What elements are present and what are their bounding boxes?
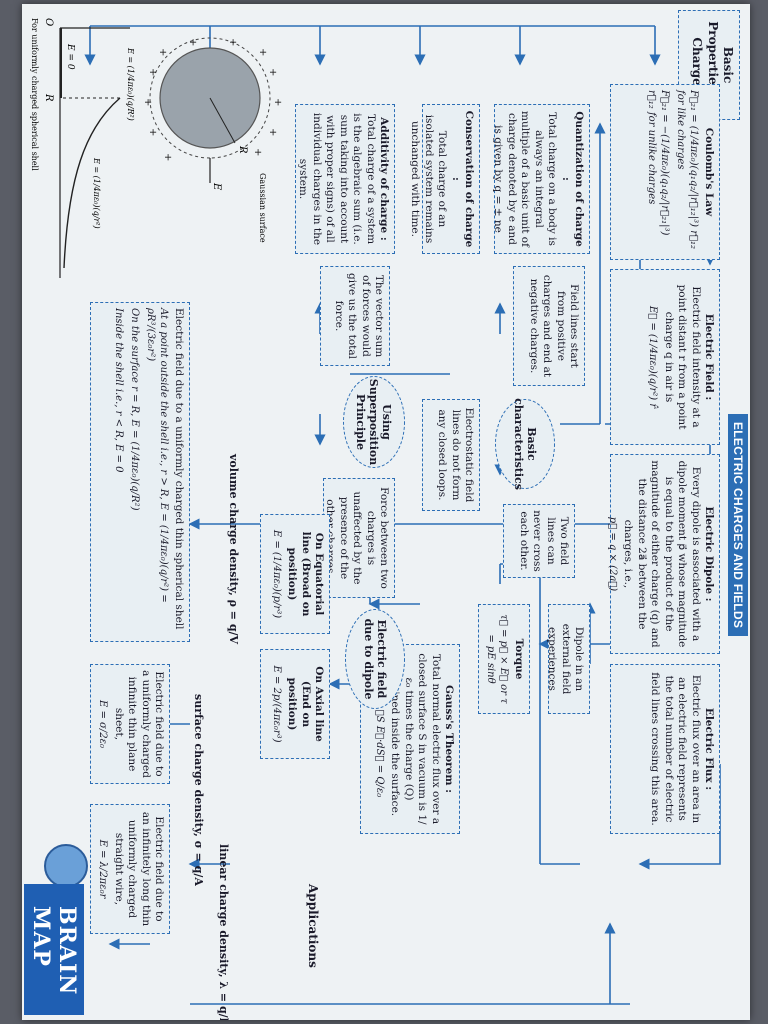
shell-outside-eq: At a point outside the shell i.e., r > R… bbox=[144, 308, 169, 603]
additivity-title: Additivity of charge : bbox=[378, 117, 390, 241]
torque-title: Torque bbox=[513, 638, 525, 680]
vector-sum-box: The vector sum of forces would give us t… bbox=[320, 266, 390, 366]
additivity-text: Total charge of a system is the algebrai… bbox=[297, 112, 377, 246]
electric-field-title: Electric Field : bbox=[703, 313, 715, 401]
brain-map-title: BRAIN MAP bbox=[24, 884, 84, 1016]
equatorial-line-title: On Equatorial line (Broad on position) bbox=[286, 531, 325, 617]
dipole-external-field-text: Dipole in an external field experiences bbox=[546, 623, 585, 695]
shell-field-figure: + + + + + + + + + + + + R E Gaussian surface O R… bbox=[30, 18, 283, 278]
superposition-label: Using Superposition Principle bbox=[354, 378, 394, 466]
electric-flux-text: Electric flux over an area in an electri… bbox=[649, 672, 702, 826]
plane-sheet-text: Electric field due to a uniformly charge… bbox=[112, 670, 165, 778]
straight-wire-box: Electric field due to an infinitely long… bbox=[90, 804, 170, 934]
electric-dipole-box: Electric Dipole : Every dipole is associ… bbox=[607, 454, 720, 654]
volume-density-label: volume charge density, ρ = q/V bbox=[227, 454, 240, 645]
brain-icon bbox=[44, 844, 88, 888]
quantization-text: Total charge on a body is always an inte… bbox=[492, 110, 559, 248]
equatorial-line-eq: E = (1/4πε₀)(p/r³) bbox=[270, 529, 282, 619]
chapter-title: ELECTRIC CHARGES AND FIELDS bbox=[728, 414, 748, 637]
straight-wire-text: Electric field due to an infinitely long… bbox=[112, 811, 165, 927]
axial-line-box: On Axial line (End on position) E = 2p/(… bbox=[260, 649, 330, 759]
field-lines-start-box: Field lines start from positive charges … bbox=[513, 266, 585, 386]
vector-sum-text: The vector sum of forces would give us t… bbox=[332, 273, 385, 359]
gauss-theorem-title: Gauss's Theorem : bbox=[443, 685, 455, 793]
field-due-to-dipole-oval: Electric field due to dipole bbox=[345, 609, 405, 709]
mind-map: ELECTRIC CHARGES AND FIELDS Basic Proper… bbox=[22, 4, 750, 1020]
surface-density-label: surface charge density, σ = q/A bbox=[192, 694, 205, 886]
additivity-box: Additivity of charge : Total charge of a… bbox=[295, 104, 395, 254]
figure-caption: For uniformly charged spherical shell bbox=[30, 18, 39, 171]
svg-text:+: + bbox=[272, 98, 283, 106]
field-lines-start-text: Field lines start from positive charges … bbox=[527, 274, 580, 378]
basic-characteristics-label: Basic characteristics bbox=[512, 398, 538, 490]
axial-line-eq: E = 2p/(4πε₀r³) bbox=[270, 665, 282, 743]
e-zero-label: E = 0 bbox=[65, 43, 75, 70]
linear-density-label: linear charge density, λ = q/l bbox=[217, 844, 230, 1020]
axial-line-title: On Axial line (End on position) bbox=[286, 666, 325, 742]
svg-text:+: + bbox=[257, 48, 268, 56]
svg-text:+: + bbox=[187, 38, 198, 46]
shell-surface-eq: On the surface r = R, E = (1/4πε₀)(q/R²) bbox=[128, 308, 140, 511]
spherical-shell-box: Electric field due to a uniformly charge… bbox=[90, 302, 190, 642]
svg-text:+: + bbox=[267, 128, 278, 136]
gaussian-surface-label: Gaussian surface bbox=[258, 173, 267, 243]
quantization-title: Quantization of charge : bbox=[559, 111, 585, 247]
superposition-oval: Using Superposition Principle bbox=[343, 376, 405, 468]
svg-text:+: + bbox=[162, 153, 173, 161]
conservation-text: Total charge of an isolated system remai… bbox=[409, 114, 449, 244]
basic-characteristics-oval: Basic characteristics bbox=[495, 398, 555, 490]
torque-eq: τ⃗ = p⃗ × E⃗ or τ = pE sinθ bbox=[484, 614, 509, 704]
torque-box: Torque τ⃗ = p⃗ × E⃗ or τ = pE sinθ bbox=[478, 604, 530, 714]
field-due-to-dipole-label: Electric field due to dipole bbox=[362, 618, 388, 700]
applications-label: Applications bbox=[306, 884, 320, 968]
electric-field-eq: E⃗ = (1/4πε₀)(q/r²) r̂ bbox=[647, 305, 659, 409]
plane-sheet-box: Electric field due to a uniformly charge… bbox=[90, 664, 170, 784]
e-outside-label: E = (1/4πε₀)(q/r²) bbox=[92, 157, 101, 229]
svg-text:+: + bbox=[147, 68, 158, 76]
electric-dipole-text: Every dipole is associated with a dipole… bbox=[622, 460, 702, 648]
electric-dipole-title: Electric Dipole : bbox=[703, 506, 715, 602]
svg-text:+: + bbox=[157, 48, 168, 56]
book-page: ELECTRIC CHARGES AND FIELDS Basic Proper… bbox=[22, 4, 750, 1020]
electric-field-text: Electric field intensity at a point dist… bbox=[662, 284, 702, 430]
coulomb-box: Coulomb's Law F⃗₂₁ = (1/4πε₀)(q₁q₂/|r⃗₁₂… bbox=[610, 84, 720, 260]
field-label: E bbox=[211, 182, 222, 191]
e-surface-label: E = (1/4πε₀)(q/R²) bbox=[126, 47, 135, 121]
graph-outside-curve bbox=[63, 97, 121, 269]
axis-r-label: R bbox=[43, 93, 54, 102]
electric-field-box: Electric Field : Electric field intensit… bbox=[610, 269, 720, 445]
spherical-shell-title: Electric field due to a uniformly charge… bbox=[173, 308, 185, 630]
two-field-lines-box: Two field lines can never cross each oth… bbox=[503, 504, 575, 578]
svg-text:+: + bbox=[227, 38, 238, 46]
svg-text:+: + bbox=[267, 68, 278, 76]
coulomb-eq-unlike: F⃗₂₁ = −(1/4πε₀)(q₁q₂/|r⃗₂₁|³) r⃗₁₂ for … bbox=[646, 90, 670, 236]
axis-origin-label: O bbox=[43, 18, 54, 26]
shell-inside-eq: Inside the shell i.e., r < R, E = 0 bbox=[113, 308, 125, 473]
svg-text:+: + bbox=[147, 128, 158, 136]
plane-sheet-eq: E = σ/2ε₀ bbox=[97, 700, 109, 748]
quantization-box: Quantization of charge : Total charge on… bbox=[492, 104, 590, 254]
straight-wire-eq: E = λ/2πε₀r bbox=[97, 839, 109, 899]
equatorial-line-box: On Equatorial line (Broad on position) E… bbox=[260, 514, 330, 634]
dipole-external-field-box: Dipole in an external field experiences bbox=[546, 604, 590, 714]
electric-flux-box: Electric Flux : Electric flux over an ar… bbox=[610, 664, 720, 834]
force-two-charges-box: Force between two charges is unaffected … bbox=[323, 478, 395, 598]
electric-flux-title: Electric Flux : bbox=[703, 707, 715, 791]
electrostatic-loops-box: Electrostatic field lines do not form an… bbox=[422, 399, 480, 511]
electrostatic-loops-text: Electrostatic field lines do not form an… bbox=[436, 407, 475, 503]
conservation-box: Conservation of charge : Total charge of… bbox=[409, 104, 480, 254]
electric-dipole-eq: p⃗ = q × (2a⃗) bbox=[606, 516, 618, 592]
coulomb-eq-like: F⃗₂₁ = (1/4πε₀)(q₁q₂/|r⃗₁₂|³) r⃗₁₂ for l… bbox=[674, 90, 699, 250]
coulomb-title: Coulomb's Law bbox=[703, 127, 715, 217]
radius-label: R bbox=[237, 145, 248, 154]
force-two-charges-text: Force between two charges is unaffected … bbox=[324, 487, 390, 589]
radius-line bbox=[209, 97, 236, 144]
conservation-title: Conservation of charge : bbox=[449, 110, 475, 248]
two-field-lines-text: Two field lines can never cross each oth… bbox=[517, 510, 570, 572]
svg-text:+: + bbox=[252, 148, 263, 156]
svg-text:+: + bbox=[142, 98, 153, 106]
